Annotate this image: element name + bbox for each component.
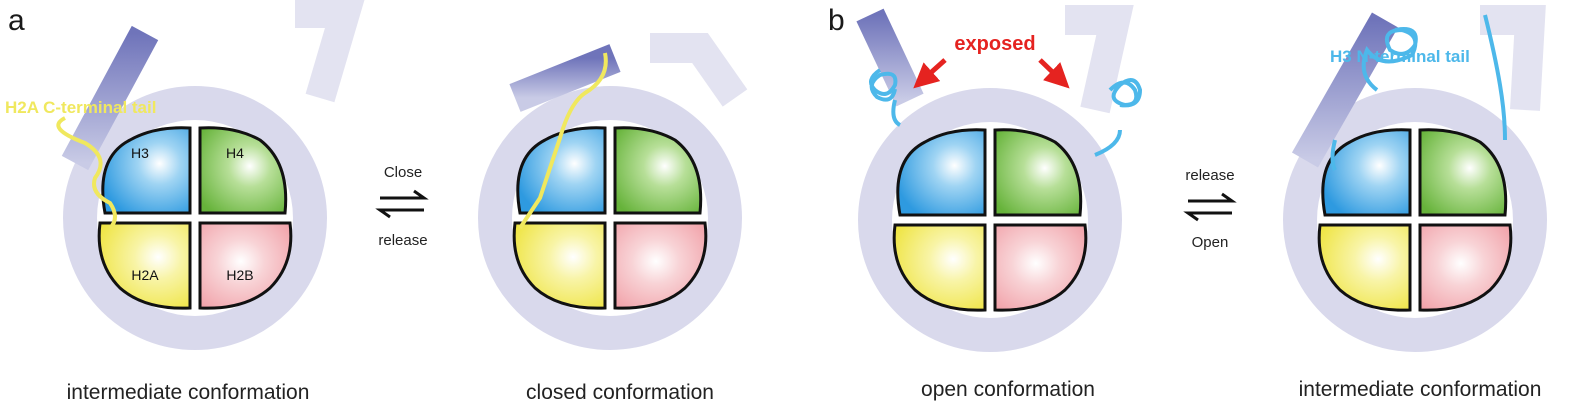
reverse-arrow-icon xyxy=(1183,211,1232,222)
label-h2b: H2B xyxy=(226,267,253,283)
h3-n-terminal-tail xyxy=(1330,27,1418,171)
dna-exit-strand-faded xyxy=(1480,5,1546,111)
caption-a-closed: closed conformation xyxy=(526,381,714,404)
histone-h3 xyxy=(101,126,192,215)
exposed-arrow-right xyxy=(1038,58,1070,89)
dna-ring xyxy=(478,86,742,350)
h2a-tail-label: H2A C-terminal tail xyxy=(5,98,156,117)
label-h4: H4 xyxy=(226,145,244,161)
equilibrium-b-top-label: release xyxy=(1185,167,1234,184)
caption-a-intermediate: intermediate conformation xyxy=(67,381,310,404)
dna-entry-strand xyxy=(1291,12,1399,168)
histone-octamer xyxy=(97,126,293,310)
histone-h2b xyxy=(1418,223,1513,312)
h3-n-terminal-tail xyxy=(869,68,902,127)
histone-octamer xyxy=(1317,128,1513,312)
equilibrium-b-bottom-label: Open xyxy=(1192,234,1229,251)
nucleosome-b-intermediate: H3 N-terminal tail xyxy=(1283,5,1547,352)
reverse-arrow-icon xyxy=(375,208,424,219)
histone-h3 xyxy=(516,126,607,215)
panel-letter-a: a xyxy=(8,4,25,37)
equilibrium-a-bottom-label: release xyxy=(378,232,427,249)
h3-n-terminal-tail-2 xyxy=(1483,14,1507,141)
nucleosome-b-open: exposed xyxy=(856,5,1143,352)
caption-b-open: open conformation xyxy=(921,378,1095,401)
panel-letter-b: b xyxy=(828,4,845,37)
dna-exit-strand-faded xyxy=(1065,5,1134,114)
equilibrium-a-top-label: Close xyxy=(384,164,422,181)
dna-entry-strand xyxy=(61,25,159,171)
histone-h2b xyxy=(613,221,708,310)
forward-arrow-icon xyxy=(380,189,429,200)
equilibrium-b: release Open xyxy=(1183,167,1237,251)
exposed-arrow-left xyxy=(913,58,947,89)
histone-octamer xyxy=(512,126,708,310)
histone-h2a xyxy=(1317,223,1412,312)
forward-arrow-icon xyxy=(1188,192,1237,203)
histone-h4 xyxy=(198,126,288,215)
label-h3: H3 xyxy=(131,145,149,161)
nucleosome-a-intermediate: H3 H4 H2A H2B H2A C-terminal tail xyxy=(5,0,365,350)
histone-h2a xyxy=(512,221,607,310)
histone-octamer xyxy=(892,128,1088,312)
histone-h2b xyxy=(993,223,1088,312)
dna-ring xyxy=(1283,88,1547,352)
h2a-c-terminal-tail xyxy=(56,116,117,230)
histone-h4 xyxy=(993,128,1083,217)
histone-h4 xyxy=(613,126,703,215)
histone-h2b xyxy=(198,221,293,310)
h3-tail-label: H3 N-terminal tail xyxy=(1330,47,1470,66)
histone-h2a xyxy=(97,221,192,310)
dna-ring xyxy=(63,86,327,350)
caption-b-intermediate: intermediate conformation xyxy=(1299,378,1542,401)
nucleosome-a-closed xyxy=(478,33,748,350)
h2a-c-terminal-tail xyxy=(518,52,608,230)
dna-ring xyxy=(858,88,1122,352)
histone-h2a xyxy=(892,223,987,312)
histone-h3 xyxy=(1321,128,1412,217)
dna-exit-strand-faded xyxy=(295,0,365,103)
dna-entry-strand xyxy=(856,8,924,107)
histone-h4 xyxy=(1418,128,1508,217)
label-h2a: H2A xyxy=(131,267,159,283)
exposed-label: exposed xyxy=(954,33,1035,55)
equilibrium-a: Close release xyxy=(375,164,429,249)
h3-n-terminal-tail-2 xyxy=(1094,78,1143,157)
dna-exit-strand-faded xyxy=(650,33,748,107)
histone-h3 xyxy=(896,128,987,217)
dna-entry-strand xyxy=(509,44,621,112)
